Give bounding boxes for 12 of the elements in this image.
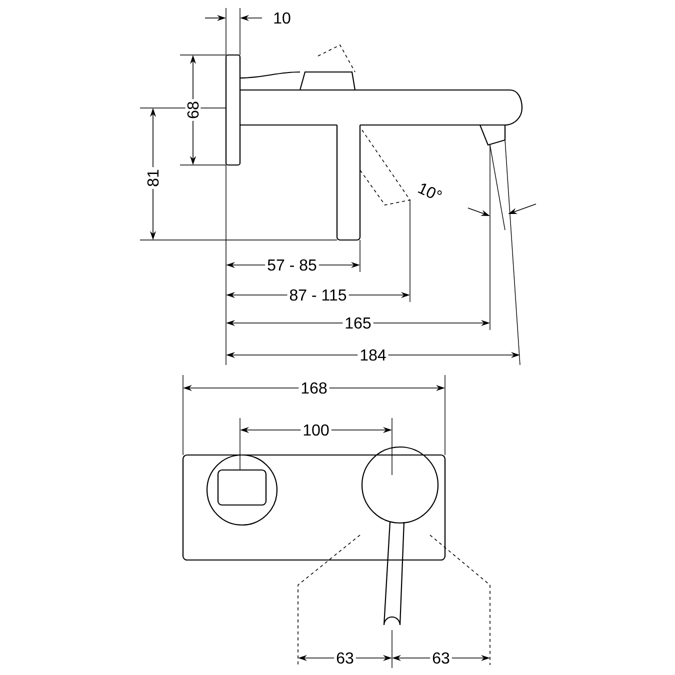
dimension-label: 10° [414,179,446,205]
dimension-label: 87 - 115 [287,287,349,303]
dimension-label: 184 [358,347,388,363]
dimension-label: 57 - 85 [265,257,319,273]
dimension-label: 10 [271,10,293,26]
dimension-label: 68 [185,99,201,121]
dimension-label: 63 [334,650,356,666]
dimension-label: 100 [300,422,332,438]
dimension-label: 81 [145,167,161,189]
dimension-label: 63 [430,650,452,666]
dimension-label: 165 [342,315,374,331]
dimension-label: 168 [298,380,330,396]
